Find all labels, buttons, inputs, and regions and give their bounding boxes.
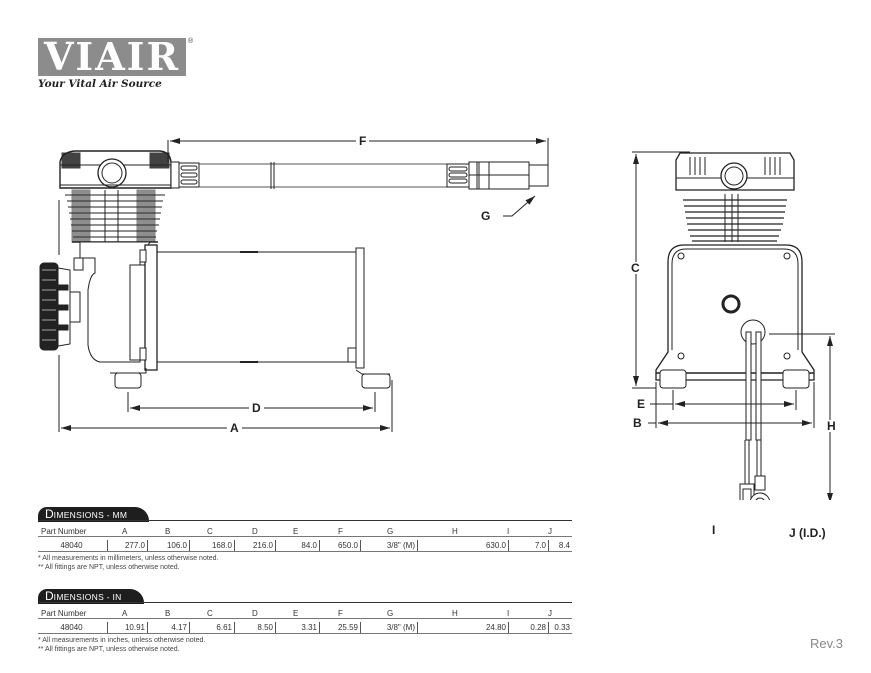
registered-mark: ® (188, 38, 194, 45)
dim-label-b: B (633, 416, 642, 430)
dim-label-c: C (628, 262, 643, 274)
column-header: C (207, 527, 213, 536)
column-header: B (165, 527, 171, 536)
table-cell: 216.0 (235, 540, 276, 552)
column-header: E (293, 527, 299, 536)
column-header: H (452, 609, 458, 618)
table-cell: 106.0 (148, 540, 190, 552)
table-in-title: DIMENSIONS - IN (38, 589, 144, 604)
column-header: H (452, 527, 458, 536)
column-header: J (548, 527, 552, 536)
column-header: C (207, 609, 213, 618)
table-row: 48040 10.91 4.17 6.61 8.50 3.31 25.59 3/… (38, 622, 572, 634)
dimensions-table-in: DIMENSIONS - IN Part Number A B C D E F … (38, 587, 572, 654)
column-header: D (252, 527, 258, 536)
column-header: J (548, 609, 552, 618)
column-header: F (338, 609, 343, 618)
table-cell: 24.80 (418, 622, 509, 634)
column-header: A (122, 609, 128, 618)
logo-brand: VIAIR (43, 34, 181, 79)
table-cell: 630.0 (418, 540, 509, 552)
table-cell: 10.91 (108, 622, 148, 634)
dim-label-g: G (481, 209, 491, 223)
dim-label-d: D (249, 402, 264, 414)
revision-label: Rev.3 (810, 636, 843, 651)
table-in-note-1: * All measurements in inches, unless oth… (38, 637, 206, 644)
logo-box: VIAIR (38, 38, 186, 76)
column-header: D (252, 609, 258, 618)
dim-label-j: J (I.D.) (789, 526, 826, 540)
table-cell: 8.4 (558, 541, 570, 550)
table-cell: 0.28 (509, 622, 549, 634)
dim-label-i: I (712, 523, 716, 537)
dim-label-f: F (356, 135, 370, 147)
table-cell: 650.0 (320, 540, 361, 552)
table-cell: 3/8" (M) (361, 622, 418, 634)
table-in-note-2: ** All fittings are NPT, unless otherwis… (38, 645, 180, 653)
column-header: I (507, 527, 510, 536)
side-view-compressor (39, 150, 549, 389)
technical-drawing (39, 138, 835, 500)
column-header: I (507, 609, 510, 618)
table-cell: 277.0 (108, 540, 148, 552)
table-mm-header-row: Part Number A B C D E F G H I J (38, 526, 572, 538)
viair-logo: VIAIR ® Your Vital Air Source (38, 38, 194, 92)
column-header: G (387, 527, 394, 536)
front-view-compressor (655, 152, 815, 500)
table-mm-title: DIMENSIONS - MM (38, 507, 150, 522)
table-cell: 84.0 (276, 540, 320, 552)
dim-label-e: E (637, 397, 646, 411)
dimensions-table-mm: DIMENSIONS - MM Part Number A B C D E F … (38, 505, 572, 572)
table-cell: 3.31 (276, 622, 320, 634)
column-header: B (165, 609, 171, 618)
table-cell: 0.33 (554, 623, 570, 632)
part-number-cell: 48040 (38, 622, 108, 634)
table-cell: 3/8" (M) (361, 540, 418, 552)
column-header: F (338, 527, 343, 536)
column-header: E (293, 609, 299, 618)
table-cell: 168.0 (190, 540, 235, 552)
table-cell: 6.61 (190, 622, 235, 634)
table-cell: 4.17 (148, 622, 190, 634)
table-mm-note-1: * All measurements in millimeters, unles… (38, 555, 219, 562)
table-cell: 8.50 (235, 622, 276, 634)
logo-tagline: Your Vital Air Source (38, 78, 162, 90)
table-in-header-row: Part Number A B C D E F G H I J (38, 608, 572, 620)
table-cell: 7.0 (509, 540, 549, 552)
column-header: Part Number (41, 527, 87, 536)
table-row: 48040 277.0 106.0 168.0 216.0 84.0 650.0… (38, 540, 572, 552)
dim-label-a: A (227, 422, 242, 434)
column-header: Part Number (41, 609, 87, 618)
dim-label-h: H (824, 420, 839, 432)
column-header: A (122, 527, 128, 536)
table-mm-note-2: ** All fittings are NPT, unless otherwis… (38, 563, 180, 571)
part-number-cell: 48040 (38, 540, 108, 552)
table-cell: 25.59 (320, 622, 361, 634)
column-header: G (387, 609, 394, 618)
